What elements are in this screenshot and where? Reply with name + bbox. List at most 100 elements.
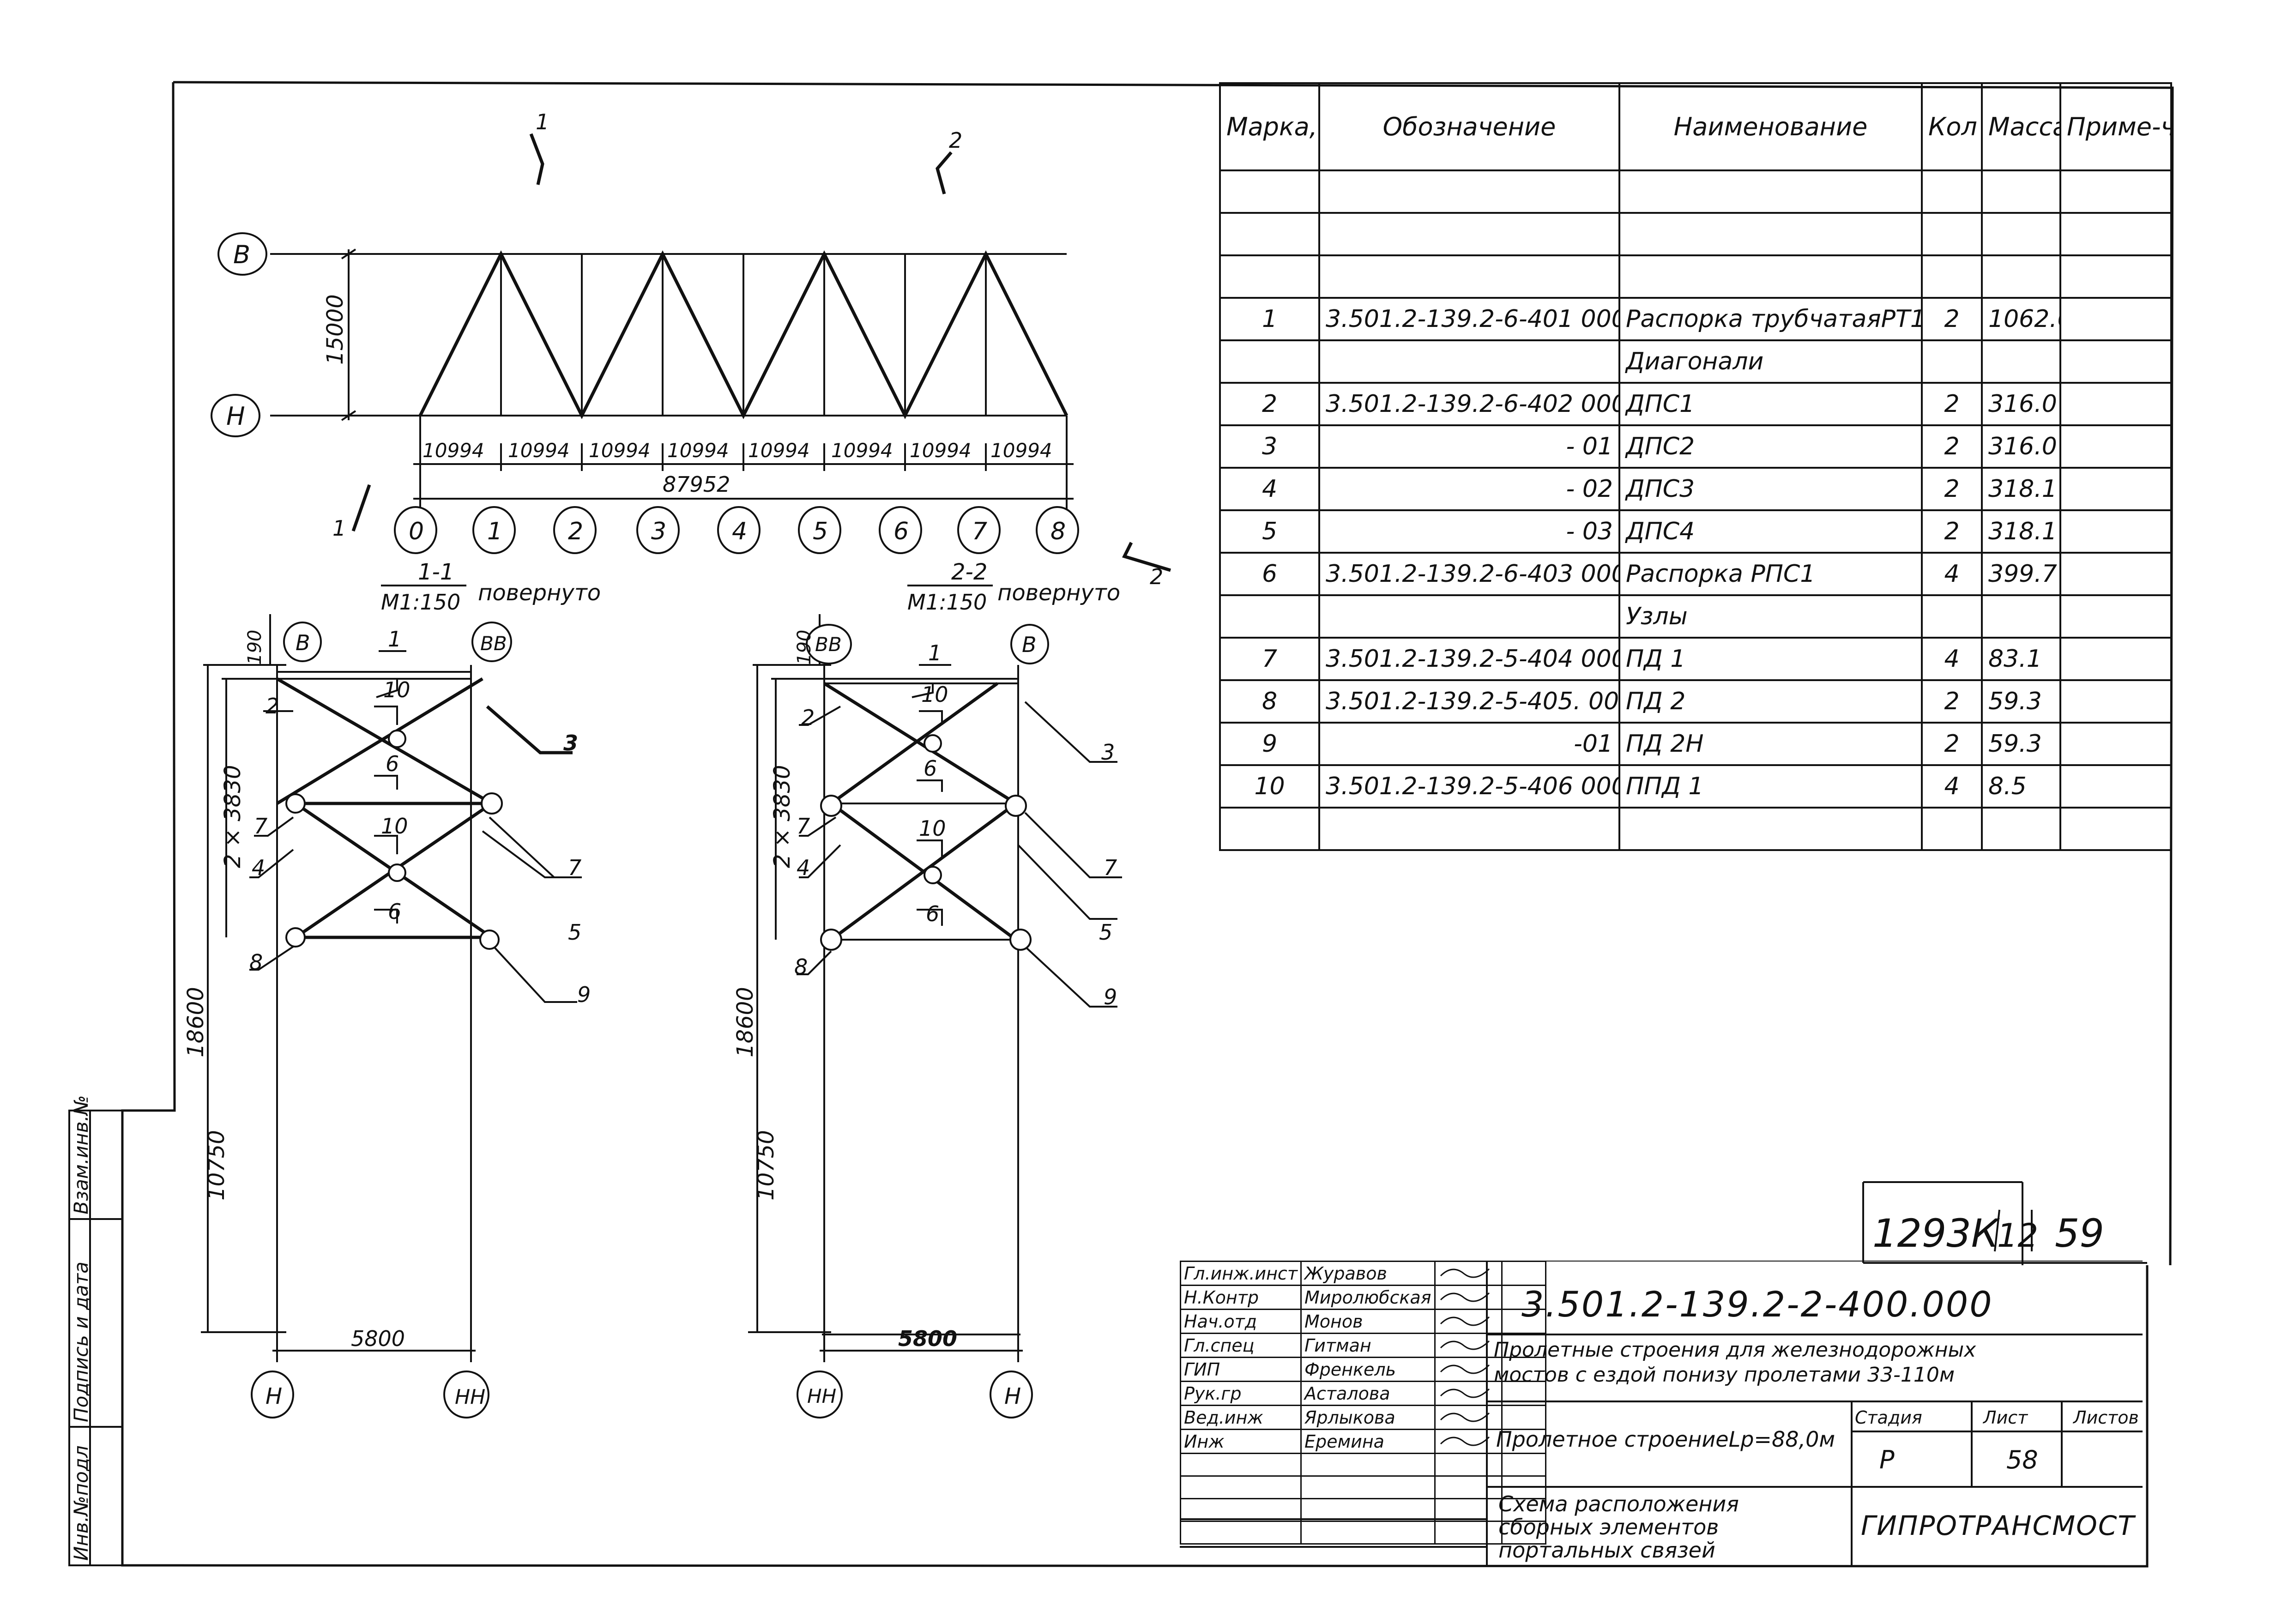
plan-axis-label: 2 bbox=[568, 518, 583, 545]
side-stamp-frame bbox=[68, 1110, 122, 1566]
signature-empty-cell bbox=[1300, 1521, 1436, 1545]
signature-role: Гл.инж.инст bbox=[1180, 1261, 1302, 1286]
spec-cell-note bbox=[2059, 807, 2172, 851]
title-block-frame bbox=[1180, 1261, 2143, 1565]
section1-mark: 4 bbox=[252, 855, 265, 880]
signature-empty-cell bbox=[1434, 1521, 1503, 1545]
plan-axis-label: 3 bbox=[651, 518, 666, 545]
spec-cell-qty: 2 bbox=[1921, 679, 1983, 724]
spec-cell-qty bbox=[1921, 339, 1983, 384]
section1-marks: 1 10 2 6 3 7 10 7 4 5 6 8 9 bbox=[249, 627, 591, 1007]
signature-name: Монов bbox=[1300, 1309, 1436, 1334]
section1-dim-top: 190 bbox=[244, 630, 266, 665]
side-stamp-sign: Подпись и дата bbox=[70, 1262, 92, 1422]
plan-panel-dim: 10994 bbox=[910, 439, 972, 462]
section-1-1: 1-1 М1:150 повернуто В ВВ Н НН 190 2 × 3… bbox=[183, 559, 601, 1419]
plan-axis-bottom: Н bbox=[226, 402, 245, 431]
signature-mark bbox=[1434, 1333, 1503, 1358]
section2-dim-panels: 2 × 3830 bbox=[769, 765, 795, 868]
signature-date bbox=[1501, 1285, 1546, 1310]
spec-header-mark: Марка, поз bbox=[1219, 82, 1320, 171]
signature-role: Инж bbox=[1180, 1429, 1302, 1454]
spec-cell-mark: 4 bbox=[1219, 467, 1320, 511]
section1-mark: 7 bbox=[568, 855, 581, 880]
spec-cell-name: ДПС4 bbox=[1618, 509, 1923, 554]
spec-cell-note bbox=[2059, 764, 2172, 809]
spec-cell-mark: 7 bbox=[1219, 637, 1320, 681]
truss-plan: В Н 15000 10994 10994 10994 10994 10994 … bbox=[211, 109, 1171, 589]
section1-mark: 7 bbox=[254, 814, 267, 839]
section2-mark: 2 bbox=[801, 705, 815, 730]
spec-cell-designation: 3.501.2-139.2-6-401 000 bbox=[1318, 297, 1620, 341]
section1-axis-left-bottom: Н bbox=[266, 1383, 282, 1409]
spec-header-name: Наименование bbox=[1618, 82, 1923, 171]
spec-cell-mass: 59.3 bbox=[1981, 679, 2061, 724]
section1-mark: 1 bbox=[388, 627, 401, 652]
spec-cell-qty: 4 bbox=[1921, 764, 1983, 809]
plan-axis-label: 8 bbox=[1050, 518, 1066, 545]
signature-name: Еремина bbox=[1300, 1429, 1436, 1454]
spec-cell-name: ДПС1 bbox=[1618, 382, 1923, 426]
section2-mark: 10 bbox=[921, 682, 948, 707]
spec-cell-mark: 8 bbox=[1219, 679, 1320, 724]
spec-cell-name: Распорка РПС1 bbox=[1618, 552, 1923, 596]
spec-cell-name: ПД 1 bbox=[1618, 637, 1923, 681]
signature-name: Ярлыкова bbox=[1300, 1405, 1436, 1430]
signature-empty-cell bbox=[1300, 1453, 1436, 1477]
section2-axis-right-bottom: Н bbox=[1004, 1383, 1021, 1409]
stamp-drawing-title-2: сборных элементов bbox=[1498, 1515, 1719, 1539]
plan-axis-top: В bbox=[233, 240, 250, 269]
spec-cell-designation: 3.501.2-139.2-6-403 000 bbox=[1318, 552, 1620, 596]
signature-name: Журавов bbox=[1300, 1261, 1436, 1286]
signature-empty-cell bbox=[1180, 1475, 1302, 1499]
signature-role: Вед.инж bbox=[1180, 1405, 1302, 1430]
signature-empty-cell bbox=[1180, 1498, 1302, 1522]
stamp-stage: Р bbox=[1879, 1445, 1895, 1474]
section2-mark: 6 bbox=[924, 756, 937, 781]
spec-cell-designation: 3.501.2-139.2-5-404 000 bbox=[1318, 637, 1620, 681]
section2-mark: 4 bbox=[797, 855, 810, 880]
section1-mark: 2 bbox=[266, 694, 279, 718]
signature-name: Миролюбская bbox=[1300, 1285, 1436, 1310]
spec-cell-qty: 4 bbox=[1921, 552, 1983, 596]
spec-cell-note bbox=[2059, 637, 2172, 681]
plan-axis-label: 0 bbox=[409, 518, 424, 545]
spec-cell-note bbox=[2059, 254, 2172, 299]
stamp-sheet-label: Лист bbox=[1983, 1407, 2028, 1428]
spec-cell-designation: 3.501.2-139.2-5-405. 000 bbox=[1318, 679, 1620, 724]
section1-mark: 5 bbox=[568, 920, 581, 945]
spec-cell-mass bbox=[1981, 169, 2061, 214]
spec-cell-mark bbox=[1219, 594, 1320, 639]
spec-cell-qty bbox=[1921, 254, 1983, 299]
spec-cell-name bbox=[1618, 212, 1923, 256]
section2-mark: 7 bbox=[797, 814, 810, 839]
section1-axis-right: ВВ bbox=[480, 632, 507, 655]
spec-cell-designation: - 03 bbox=[1318, 509, 1620, 554]
section2-note: повернуто bbox=[997, 580, 1120, 606]
spec-header-qty: Кол bbox=[1921, 82, 1983, 171]
plan-panel-dim: 10994 bbox=[589, 439, 651, 462]
section1-title-bottom: М1:150 bbox=[381, 590, 460, 615]
signature-name: Френкель bbox=[1300, 1357, 1436, 1382]
plan-panel-dims: 10994 10994 10994 10994 10994 10994 1099… bbox=[423, 439, 1052, 462]
section2-mark: 7 bbox=[1104, 855, 1117, 880]
signature-date bbox=[1501, 1405, 1546, 1430]
spec-header-row: Марка, поз Обозначение Наименование Кол … bbox=[1219, 82, 2172, 171]
spec-cell-designation: 3.501.2-139.2-5-406 000 bbox=[1318, 764, 1620, 809]
signature-mark bbox=[1434, 1429, 1503, 1454]
spec-cell-qty: 2 bbox=[1921, 509, 1983, 554]
signature-empty-cell bbox=[1501, 1453, 1546, 1477]
signature-row-empty bbox=[1180, 1498, 1546, 1522]
section-2-2: 2-2 М1:150 повернуто ВВ В НН Н 190 2 × 3… bbox=[732, 559, 1122, 1419]
stamp-stage-label: Стадия bbox=[1855, 1407, 1922, 1428]
signature-mark bbox=[1434, 1357, 1503, 1382]
spec-cell-qty: 2 bbox=[1921, 424, 1983, 469]
